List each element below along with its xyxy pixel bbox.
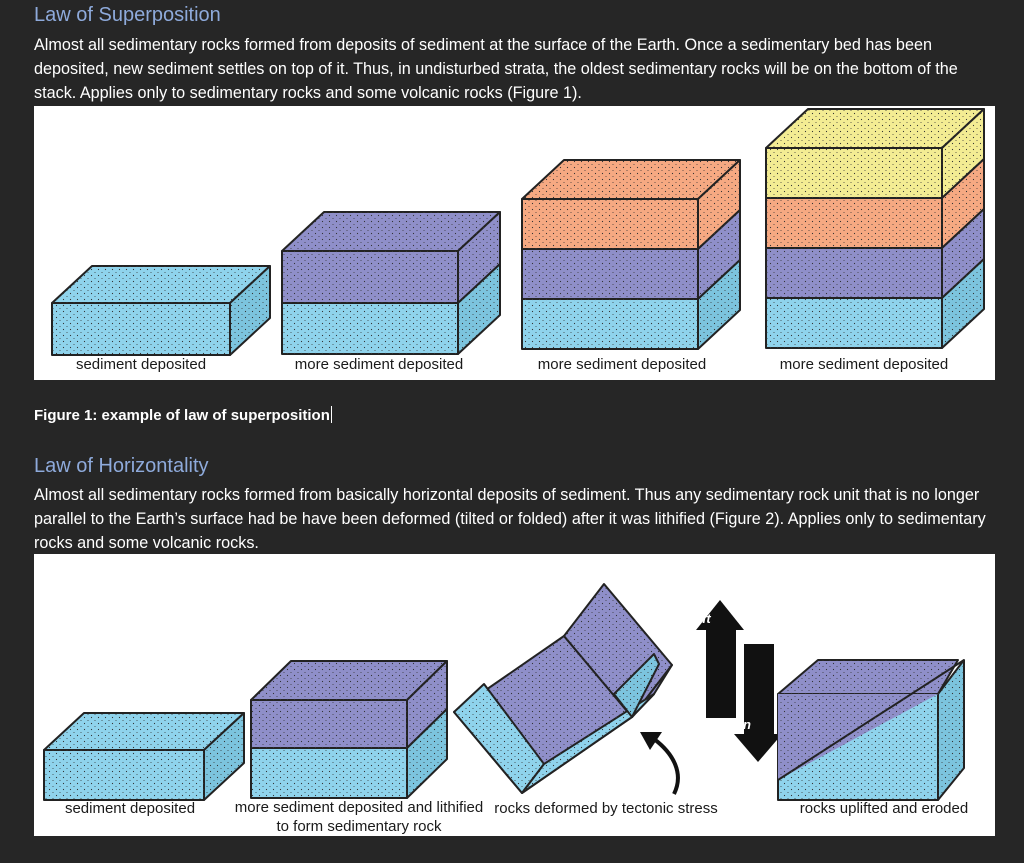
uplift-label: uplift	[679, 611, 711, 626]
figure-2-label-3: rocks deformed by tectonic stress	[494, 800, 718, 817]
figure-1-caption-text: Figure 1: example of law of superpositio…	[34, 407, 330, 424]
figure-1-diagram	[51, 108, 985, 356]
text-cursor	[330, 406, 332, 423]
figure-1-label-4: more sediment deposited	[779, 356, 949, 373]
figure-2: uplift erosion sediment deposited more s…	[34, 554, 995, 836]
paragraph-superposition: Almost all sedimentary rocks formed from…	[34, 36, 958, 102]
erosion-label: erosion	[704, 717, 751, 732]
figure-1: sediment deposited more sediment deposit…	[34, 106, 995, 380]
paragraph-horizontality: Almost all sedimentary rocks formed from…	[34, 486, 986, 552]
figure-1-label-3: more sediment deposited	[537, 356, 707, 373]
figure-2-label-4: rocks uplifted and eroded	[799, 800, 969, 817]
heading-superposition: Law of Superposition	[34, 4, 221, 26]
figure-1-label-2: more sediment deposited	[294, 356, 464, 373]
figure-2-label-1: sediment deposited	[64, 800, 196, 817]
figure-1-caption[interactable]: Figure 1: example of law of superpositio…	[34, 406, 332, 424]
figure-2-label-2: more sediment deposited and lithified to…	[234, 799, 484, 835]
figure-1-label-1: sediment deposited	[75, 356, 207, 373]
figure-2-diagram	[43, 583, 965, 801]
heading-horizontality: Law of Horizontality	[34, 455, 209, 477]
